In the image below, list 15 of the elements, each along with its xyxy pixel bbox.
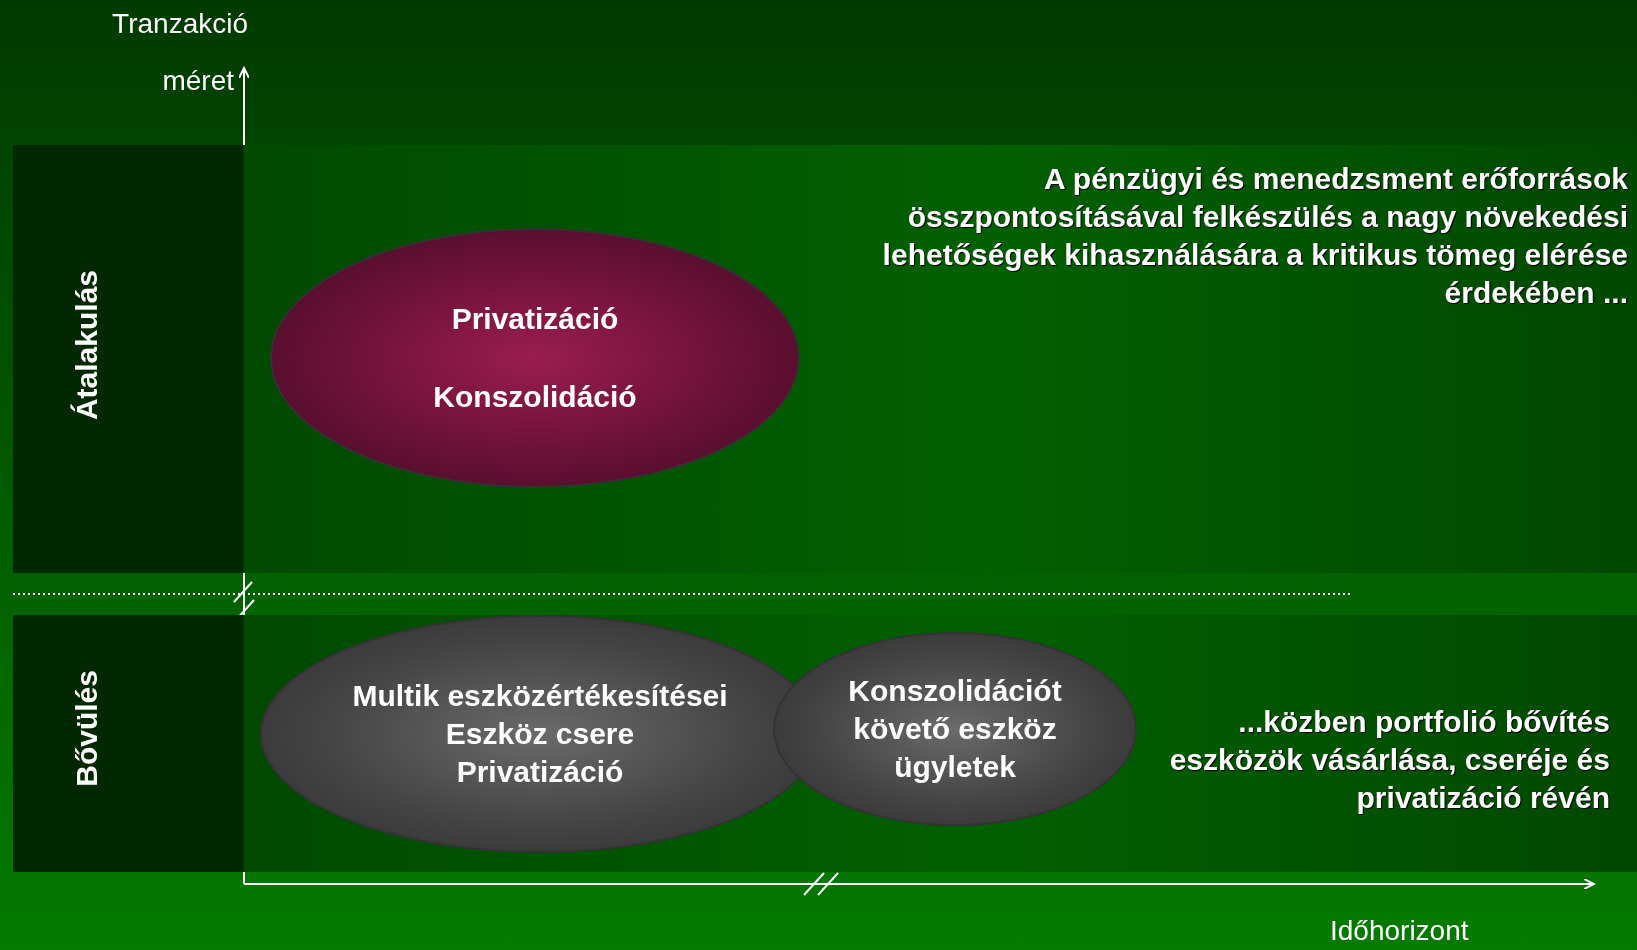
oval-text: Konszolidáció bbox=[433, 379, 637, 415]
band-label: Átalakulás bbox=[70, 270, 104, 421]
oval-text: Privatizáció bbox=[456, 754, 624, 790]
annotation-text: A pénzügyi és menedzsment erőforrások összpontosításával felkészülés a nagy növekedési lehetőségek kihasználására a kritikus tömeg elérése érdekében ... bbox=[881, 161, 1628, 311]
axis-title: méret bbox=[161, 65, 234, 97]
band-label: Bővülés bbox=[70, 670, 104, 787]
oval-text: Privatizáció bbox=[451, 301, 619, 337]
annotation-text: ...közben portfolió bővítés eszközök vásárlása, cseréje és privatizáció révén bbox=[1168, 704, 1610, 816]
axis-title: Tranzakció bbox=[111, 8, 248, 40]
oval-text: Konszolidációt követő eszköz ügyletek bbox=[847, 673, 1063, 785]
oval-text: Multik eszközértékesítései bbox=[352, 678, 728, 714]
oval-text: Eszköz csere bbox=[445, 716, 635, 752]
band-panel bbox=[13, 615, 1637, 872]
axis-title: Időhorizont bbox=[1330, 915, 1470, 947]
band-panel bbox=[13, 145, 1637, 573]
